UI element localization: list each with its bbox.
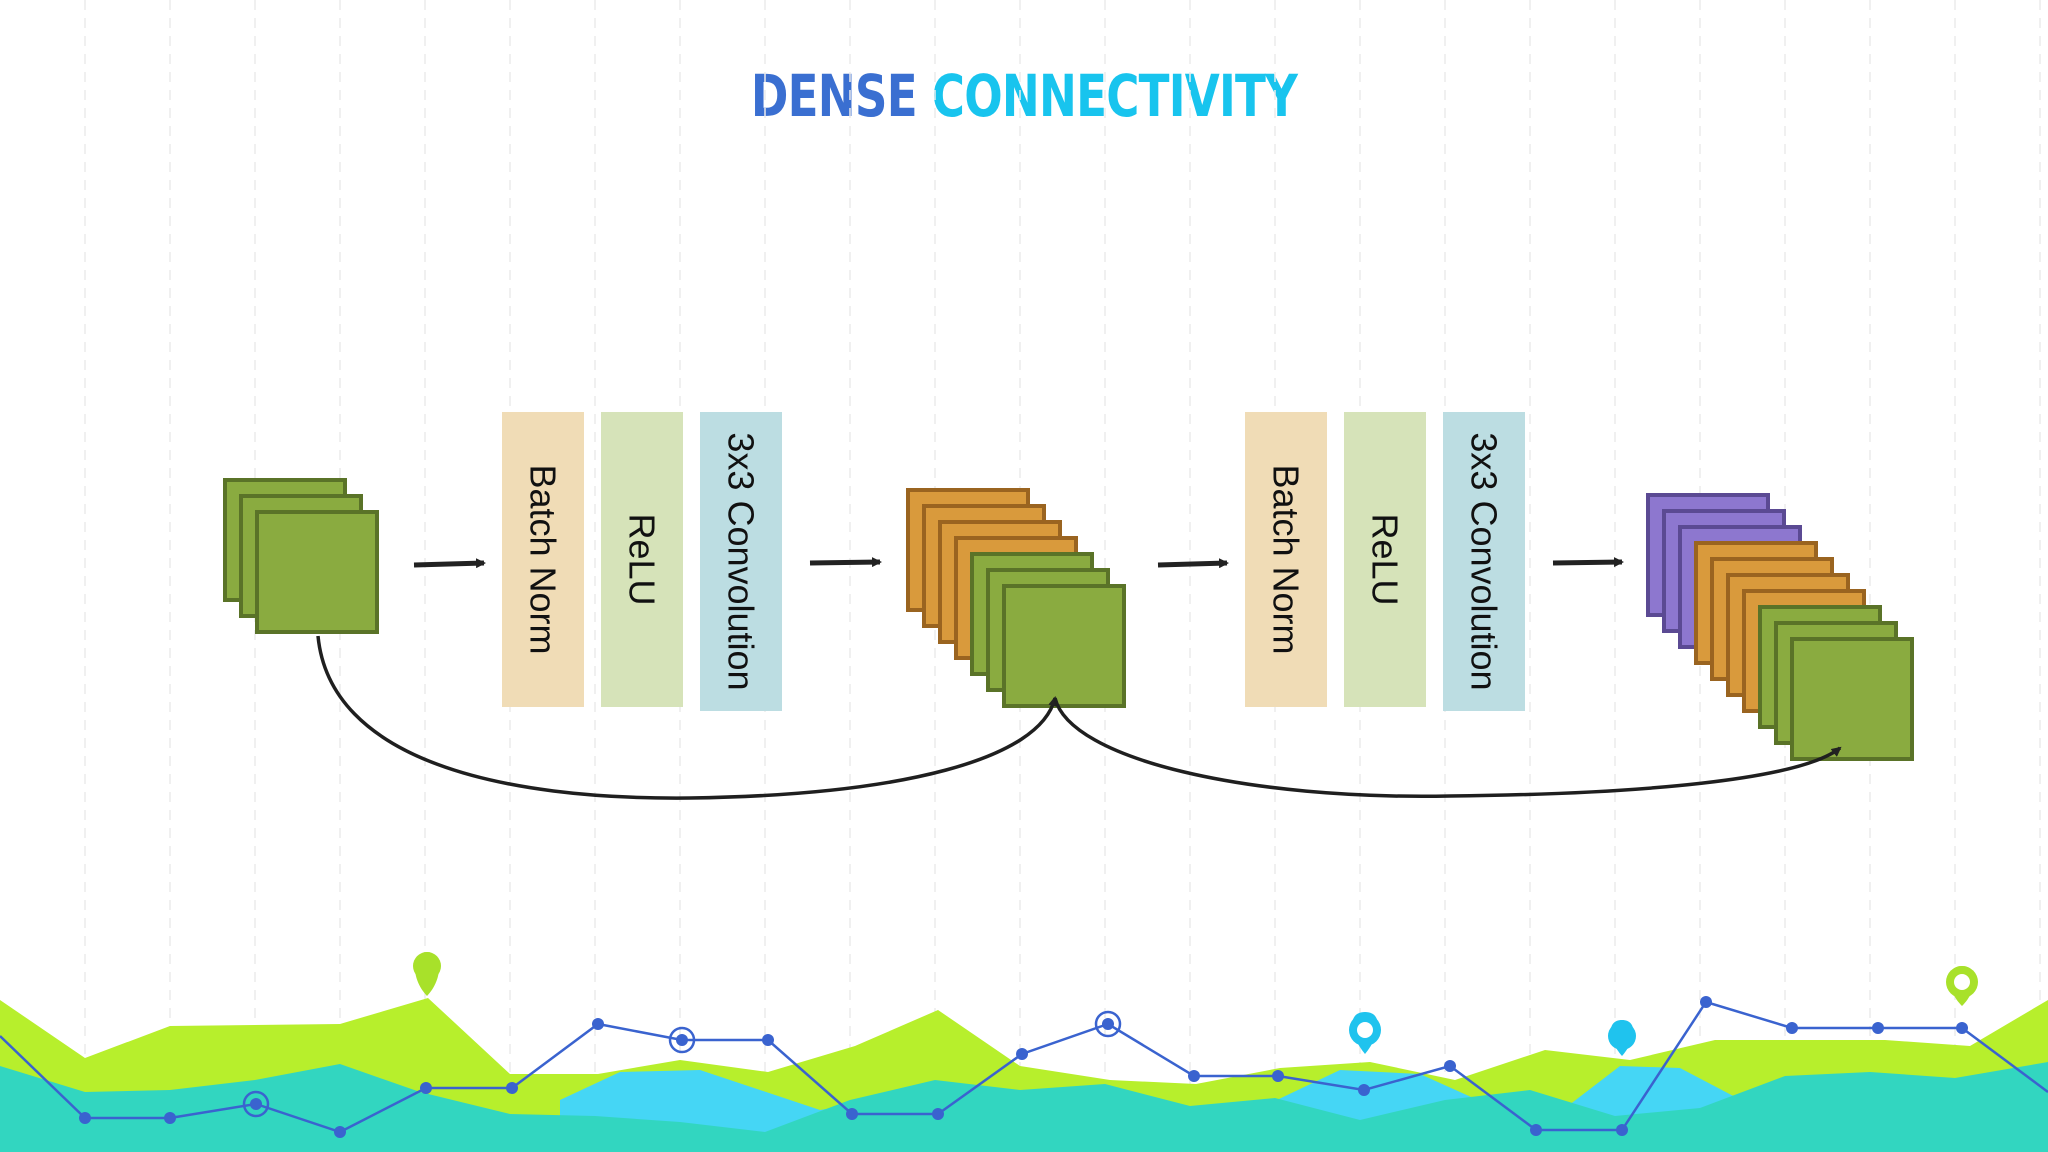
page-title: DENSE CONNECTIVITY	[225, 62, 1822, 130]
layer-label: Batch Norm	[523, 464, 564, 654]
layer-label: Batch Norm	[1266, 464, 1307, 654]
layer-box	[1443, 412, 1525, 711]
arrow-block1-to-fmap2	[809, 557, 882, 568]
footer-line-dots	[79, 996, 1968, 1138]
dense-block-2: Batch Norm ReLU 3x3 Convolution	[1245, 412, 1525, 711]
layer-label: ReLU	[1365, 513, 1406, 605]
layer-box	[1245, 412, 1327, 707]
skip-connection-1	[316, 635, 1058, 800]
decorative-footer	[0, 952, 2048, 1152]
arrow-block2-to-fmap3	[1552, 557, 1624, 568]
dense-block-1: Batch Norm ReLU 3x3 Convolution	[502, 412, 782, 711]
layer-label: 3x3 Convolution	[721, 432, 762, 690]
layer-blocks: Batch Norm ReLU 3x3 Convolution Batch Norm R…	[502, 412, 1525, 711]
layer-box	[700, 412, 782, 711]
feature-map-square	[1790, 637, 1914, 761]
feature-map-square	[255, 510, 379, 634]
arrow-input-to-block1	[413, 558, 486, 569]
layer-box	[502, 412, 584, 707]
title-word-connectivity: CONNECTIVITY	[931, 62, 1298, 130]
title-word-dense: DENSE	[750, 62, 918, 130]
layer-label: 3x3 Convolution	[1464, 432, 1505, 690]
footer-pin-markers	[413, 952, 1978, 1056]
layer-label: ReLU	[622, 513, 663, 605]
skip-connection-2	[1053, 697, 1842, 799]
feature-map-square	[1002, 584, 1126, 708]
feature-map-stack-3	[1646, 493, 1914, 761]
forward-arrows	[413, 557, 1624, 569]
feature-map-stack-2	[906, 488, 1126, 708]
feature-maps	[223, 478, 1914, 761]
arrow-fmap2-to-block2	[1157, 558, 1229, 569]
feature-map-stack-1	[223, 478, 379, 634]
footer-ring-markers	[242, 1010, 1122, 1118]
layer-box	[1344, 412, 1426, 707]
skip-connections	[316, 635, 1842, 800]
layer-box	[601, 412, 683, 707]
